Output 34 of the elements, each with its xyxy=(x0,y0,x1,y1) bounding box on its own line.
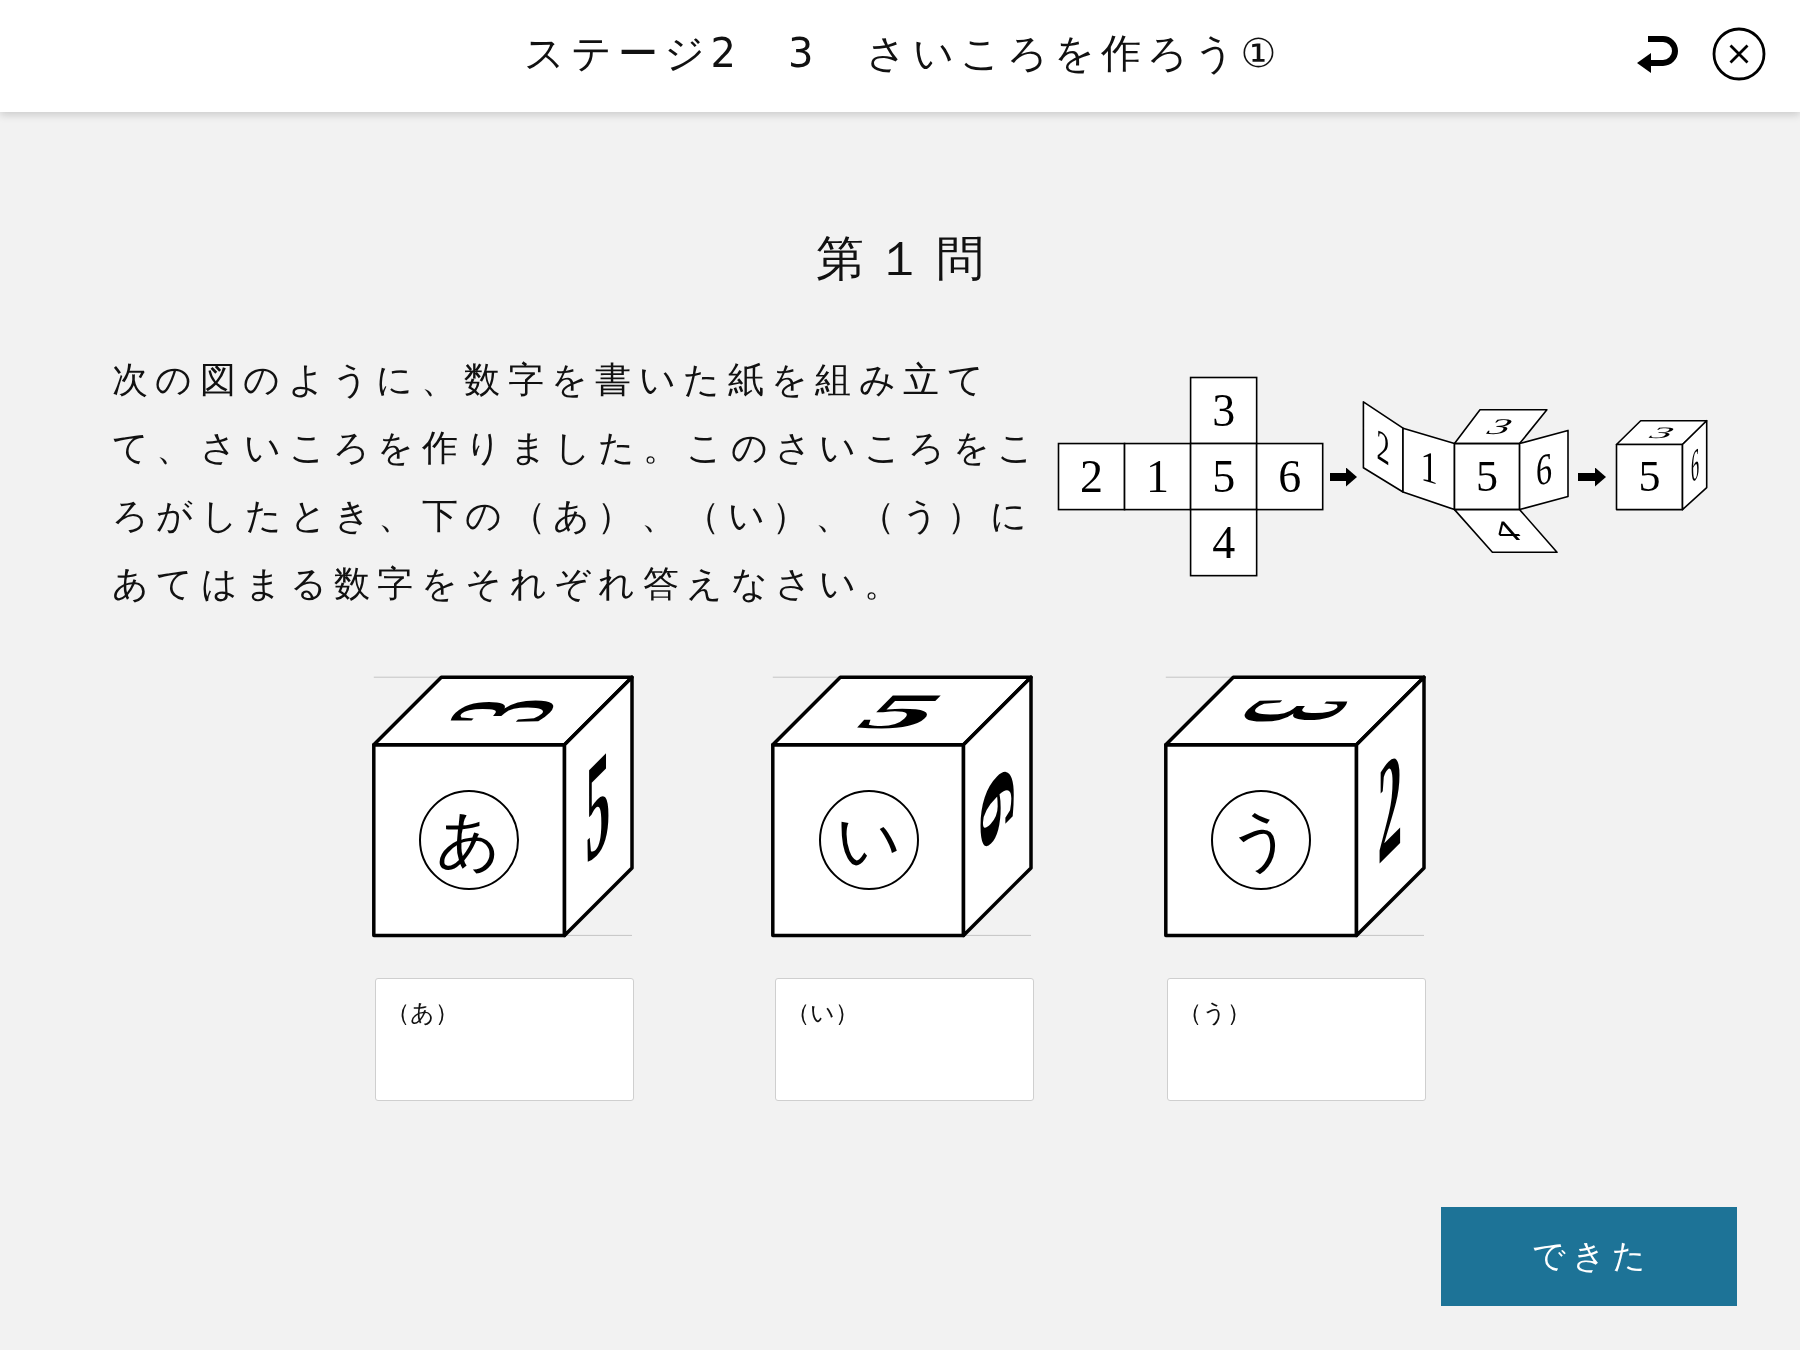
question-heading: 第１問 xyxy=(815,229,996,287)
field-label: （う） xyxy=(1178,999,1252,1027)
face-number: 5 xyxy=(1638,455,1661,499)
face-number: 6 xyxy=(1690,439,1699,492)
face-number: 5 xyxy=(1212,453,1236,500)
dice xyxy=(771,674,1036,939)
dice xyxy=(372,674,636,939)
face-number: 2 xyxy=(1377,723,1403,889)
answer-box xyxy=(1167,978,1427,1101)
face-number: 4 xyxy=(1482,516,1530,546)
face-number: 3 xyxy=(1212,387,1236,434)
field-label: （あ） xyxy=(386,999,459,1027)
face-number: 5 xyxy=(585,723,611,889)
face-number: 3 xyxy=(1480,415,1520,438)
page-title: ステージ2 3 さいころを作ろう① xyxy=(522,32,1283,74)
answer-box xyxy=(774,978,1034,1101)
face-number: 5 xyxy=(842,686,963,736)
question-text: 次の図のように、数字を書いた紙を組み立てて、さいころを作りました。このさいころをころがしたとき、下の（あ）、（い）、（う）にあてはまる数字をそれぞれ答えなさい。 xyxy=(112,358,1043,606)
face-number: 4 xyxy=(1212,519,1236,566)
face-number: 2 xyxy=(1080,453,1103,500)
face-number: 1 xyxy=(1146,453,1170,500)
face-number: 1 xyxy=(1420,443,1438,493)
dice xyxy=(1164,674,1428,939)
field-label: （い） xyxy=(785,999,859,1027)
face-number: 6 xyxy=(972,746,1023,867)
face-number: 3 xyxy=(1642,424,1681,441)
face-number: 6 xyxy=(1535,445,1552,495)
face-number: 3 xyxy=(420,698,586,724)
answer-box xyxy=(375,978,634,1101)
face-number: 3 xyxy=(1212,698,1378,724)
done-button: できた xyxy=(1441,1207,1737,1306)
face-number: 2 xyxy=(1376,421,1390,474)
face-number: 5 xyxy=(1476,454,1498,499)
face-number: 6 xyxy=(1278,453,1302,500)
